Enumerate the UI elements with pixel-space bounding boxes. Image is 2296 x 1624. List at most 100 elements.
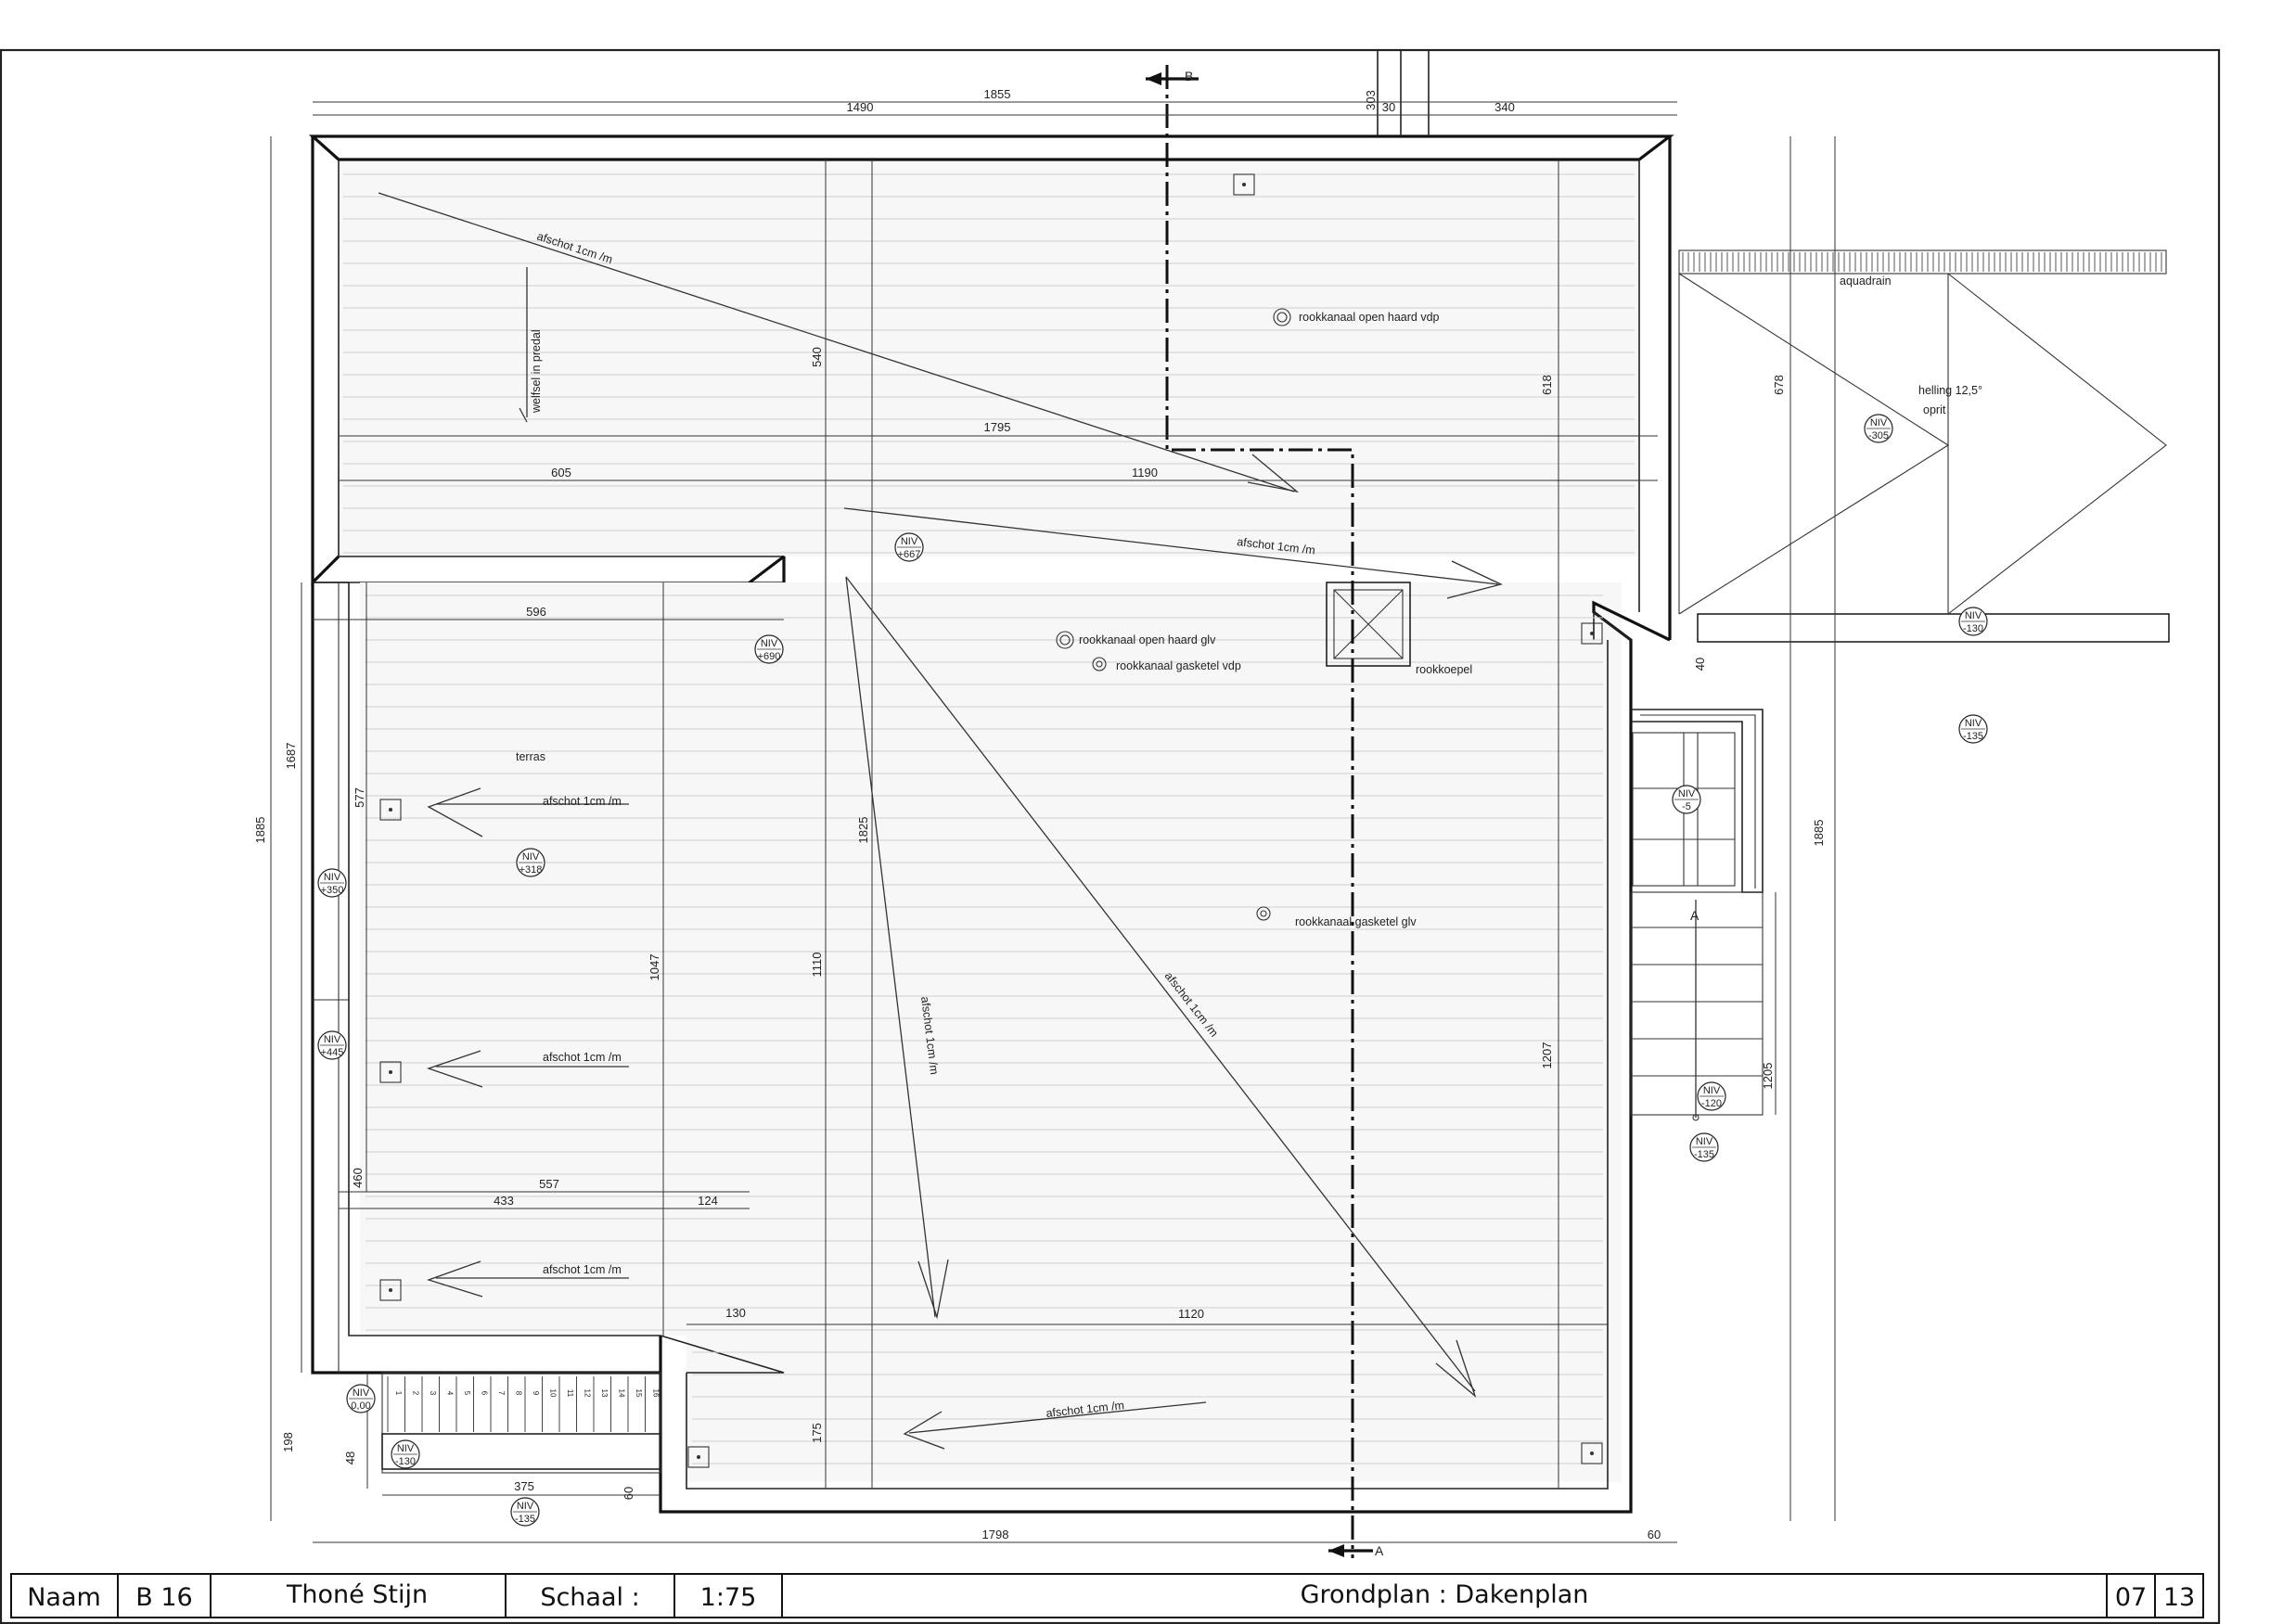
dim-375: 375 (514, 1479, 534, 1493)
dim-40: 40 (1693, 658, 1707, 671)
label-aquadrain: aquadrain (1840, 275, 1892, 288)
level-marker: NIV -120 (1697, 1081, 1726, 1111)
stair-number: 6 (481, 1391, 489, 1396)
level-label: NIV (324, 1034, 341, 1045)
label-terras: terras (516, 750, 545, 763)
dim-198: 198 (281, 1432, 295, 1452)
dim-596: 596 (526, 605, 546, 619)
chimney-markers (1056, 308, 1291, 921)
level-label: NIV (353, 1387, 370, 1399)
label-oprit: oprit (1923, 403, 1946, 416)
roof-drains (379, 173, 1603, 1468)
level-label: NIV (1696, 1136, 1713, 1147)
label-rookkanaal-open-vdp: rookkanaal open haard vdp (1299, 311, 1440, 324)
sheet-frame (0, 48, 2221, 1624)
stair-number: 16 (652, 1389, 661, 1398)
level-value: +690 (758, 651, 781, 662)
level-label: NIV (1965, 610, 1982, 621)
level-marker: NIV -135 (510, 1497, 540, 1527)
dim-1855: 1855 (984, 87, 1011, 101)
dim-1047: 1047 (648, 954, 661, 981)
dim-618: 618 (1540, 375, 1554, 395)
dim-130: 130 (725, 1306, 746, 1320)
stair-number: 2 (412, 1391, 420, 1396)
level-label: NIV (1965, 718, 1982, 729)
level-label: NIV (1678, 788, 1696, 799)
drawing-title: Grondplan : Dakenplan (1301, 1580, 1589, 1609)
dim-433: 433 (494, 1194, 514, 1208)
label-cut-b: B (1185, 69, 1193, 83)
dim-48: 48 (343, 1451, 357, 1464)
label-afschot-3: afschot 1cm /m (543, 795, 622, 808)
level-label: NIV (522, 851, 540, 863)
level-marker: NIV -135 (1689, 1132, 1719, 1162)
schaal-value: 1:75 (700, 1583, 757, 1612)
level-label: NIV (324, 872, 341, 883)
section-cut-line (1146, 65, 1373, 1558)
stair-number: 13 (600, 1389, 609, 1398)
level-value: -5 (1682, 801, 1691, 812)
dim-557: 557 (539, 1177, 559, 1191)
level-value: -135 (1963, 731, 1983, 742)
label-rookkoepel: rookkoepel (1416, 663, 1472, 676)
label-afschot-4: afschot 1cm /m (543, 1051, 622, 1064)
label-afschot-5: afschot 1cm /m (543, 1263, 622, 1276)
level-value: +667 (898, 549, 921, 560)
level-value: -135 (1694, 1149, 1714, 1160)
stair-number: 3 (429, 1391, 437, 1396)
stair-number: 11 (566, 1389, 574, 1398)
level-markers: NIV+667NIV+690NIV+350NIV+318NIV+445NIV0,… (317, 414, 1988, 1527)
dim-1825: 1825 (856, 817, 870, 844)
dim-678: 678 (1772, 375, 1786, 395)
stair-number: 1 (394, 1391, 403, 1396)
roof-hatching (343, 173, 1635, 1464)
level-value: 0,00 (351, 1400, 370, 1412)
schaal-label: Schaal : (540, 1583, 639, 1612)
student-name: Thoné Stijn (286, 1580, 428, 1609)
level-marker: NIV-130 (1958, 607, 1988, 636)
level-value: -305 (1868, 430, 1889, 441)
level-marker: NIV+350 (317, 868, 347, 898)
dim-303: 303 (1364, 90, 1378, 110)
dimension-labels: 1855 1490 303 30 340 540 1795 605 1190 6… (253, 87, 1826, 1541)
level-label: NIV (397, 1443, 415, 1454)
dim-1120: 1120 (1178, 1307, 1204, 1321)
label-rookkanaal-gas-glv: rookkanaal gasketel glv (1295, 915, 1417, 928)
level-marker: NIV +667 (894, 532, 924, 562)
stair-number: 4 (446, 1391, 455, 1396)
chimney-top (1377, 50, 1430, 136)
main-roof-lower (659, 582, 1671, 1514)
level-label: NIV (901, 536, 918, 547)
level-label: NIV (517, 1501, 534, 1512)
level-marker: NIV -135 (1958, 714, 1988, 744)
level-marker: NIV -5 (1672, 785, 1701, 814)
level-marker: NIV+318 (516, 848, 545, 877)
title-block: Naam B 16 Thoné Stijn Schaal : 1:75 Gron… (10, 1573, 2204, 1618)
dim-60-left: 60 (622, 1487, 635, 1500)
level-value: -130 (395, 1456, 416, 1467)
dim-1207: 1207 (1540, 1042, 1554, 1069)
dim-1885-right: 1885 (1812, 820, 1826, 847)
level-value: +318 (519, 864, 543, 876)
level-value: -135 (515, 1514, 535, 1525)
sheet-number: 07 (2115, 1583, 2147, 1612)
level-label: NIV (1870, 417, 1888, 428)
stair-number: 7 (497, 1391, 506, 1396)
level-marker: NIV +690 (754, 634, 784, 664)
level-value: -120 (1701, 1098, 1722, 1109)
dim-460: 460 (351, 1168, 365, 1188)
naam-label: Naam (27, 1583, 101, 1612)
dim-540: 540 (810, 347, 824, 367)
dim-1687: 1687 (284, 743, 298, 770)
driveway (1678, 249, 2170, 643)
stair-number: 9 (532, 1391, 540, 1396)
stair-number: 14 (618, 1389, 626, 1398)
slope-arrows (378, 192, 1503, 1450)
dim-605: 605 (551, 466, 571, 480)
level-marker: NIV -130 (391, 1439, 420, 1469)
level-label: NIV (761, 638, 778, 649)
level-label: NIV (1703, 1085, 1721, 1096)
